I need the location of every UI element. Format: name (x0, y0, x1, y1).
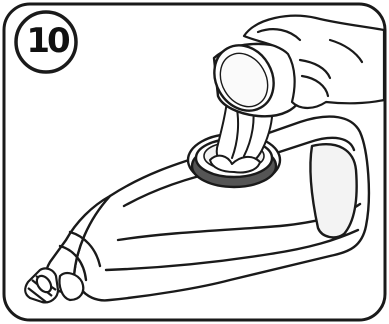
step-number-text: 10 (26, 21, 67, 61)
spout-lip (59, 273, 83, 300)
step-number-label: 10 (12, 8, 82, 72)
tank-end-panel (310, 144, 356, 237)
